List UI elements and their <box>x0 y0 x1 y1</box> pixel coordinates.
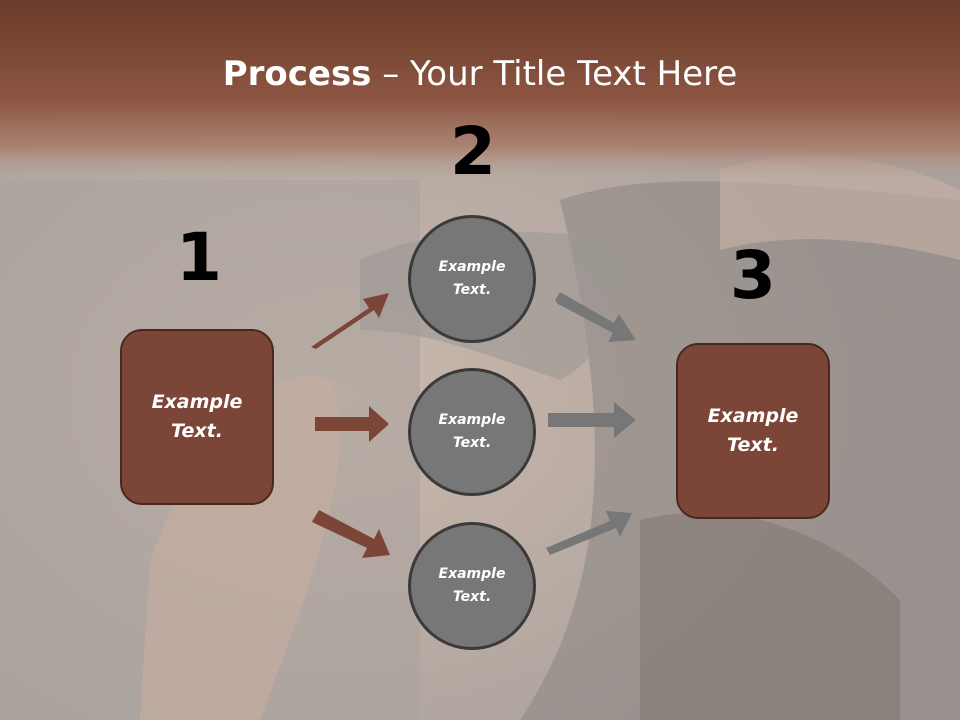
step-1-text-line1: Example <box>151 391 243 413</box>
step-3-text-line1: Example <box>707 405 799 427</box>
step-1-text-line2: Text. <box>171 420 223 442</box>
step-number-3: 3 <box>730 237 776 314</box>
circle-middle-line1: Example <box>438 412 506 428</box>
circle-middle-line2: Text. <box>452 435 492 451</box>
circle-bottom-line1: Example <box>438 566 506 582</box>
circle-bottom-line2: Text. <box>452 589 492 605</box>
step-2-circle-top: Example Text. <box>408 215 536 343</box>
circle-top-line1: Example <box>438 259 506 275</box>
step-2-circle-middle: Example Text. <box>408 368 536 496</box>
title-rest: – Your Title Text Here <box>371 54 738 94</box>
step-3-box: Example Text. <box>676 343 830 519</box>
slide-title: Process – Your Title Text Here <box>0 52 960 96</box>
step-number-2: 2 <box>450 113 496 190</box>
step-3-text-line2: Text. <box>727 434 779 456</box>
step-1-box: Example Text. <box>120 329 274 505</box>
circle-top-line2: Text. <box>452 282 492 298</box>
step-2-circle-bottom: Example Text. <box>408 522 536 650</box>
step-number-1: 1 <box>176 219 222 296</box>
title-bold: Process <box>222 54 372 94</box>
